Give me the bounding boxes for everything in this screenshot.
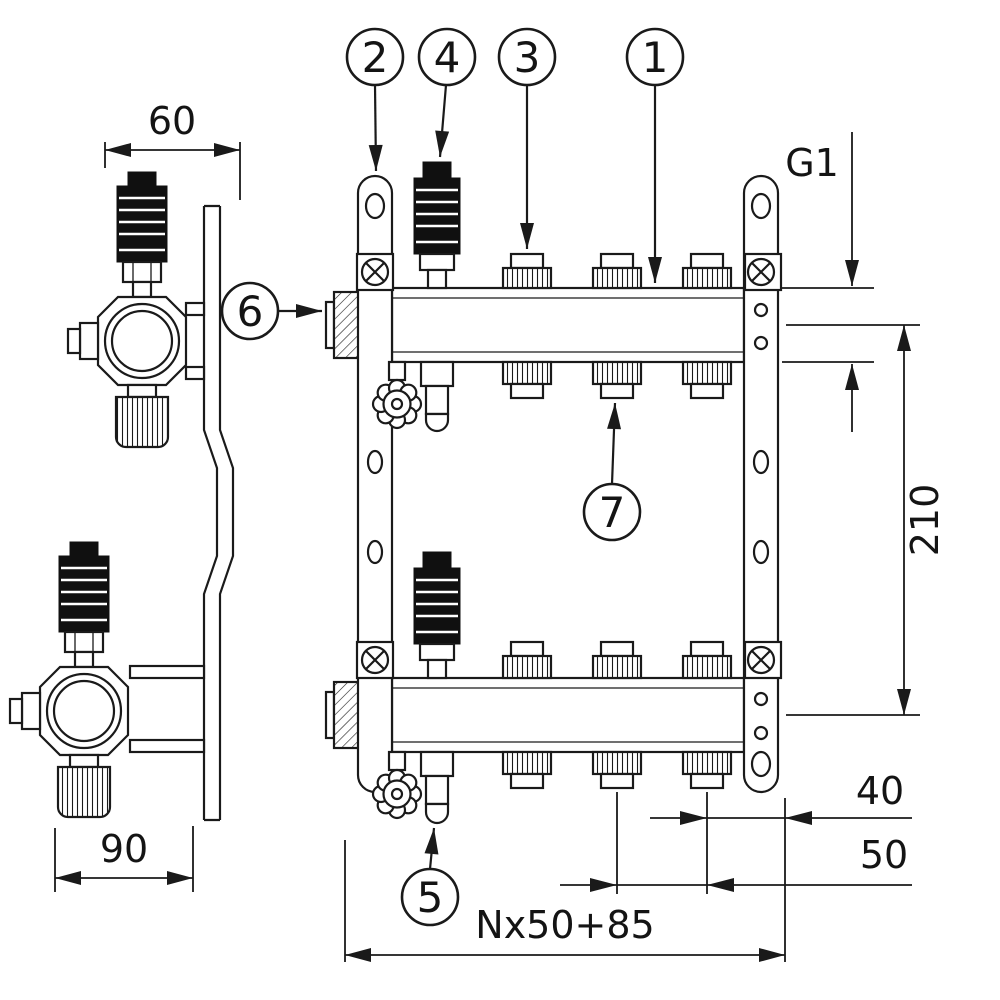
dimension-50: 50	[560, 792, 912, 894]
callout-2: 2	[345, 27, 405, 172]
side-top-union-nut	[114, 383, 170, 449]
dimension-210: 210	[786, 324, 947, 716]
top-bar-upper-outlets	[501, 252, 733, 290]
side-top-air-vent	[116, 171, 168, 299]
dimension-210-label: 210	[903, 484, 947, 557]
bottom-drain-valve	[371, 750, 455, 825]
top-drain-valve	[371, 360, 455, 433]
callout-6: 6	[220, 281, 322, 341]
callout-6-label: 6	[237, 287, 264, 336]
dimension-g1: G1	[782, 132, 874, 432]
dimension-90-label: 90	[100, 827, 148, 871]
left-mounting-rail	[355, 174, 395, 794]
side-bottom-union-nut	[56, 753, 112, 819]
callout-3-label: 3	[514, 33, 541, 82]
dimension-60-label: 60	[148, 99, 196, 143]
dimension-g1-label: G1	[785, 141, 839, 185]
callout-7-label: 7	[599, 488, 626, 537]
side-bracket	[202, 204, 235, 822]
bottom-drain-handwheel	[371, 768, 423, 820]
dimension-40-label: 40	[856, 769, 904, 813]
side-top-valve-body	[66, 295, 206, 387]
bottom-air-vent	[413, 551, 461, 680]
top-drain-handwheel	[371, 378, 423, 430]
side-bottom-valve-body	[8, 664, 206, 757]
dimensions: 60 90 G1 210 40	[54, 99, 947, 962]
manifold-front-view	[324, 161, 783, 825]
dimension-50-label: 50	[860, 833, 908, 877]
callout-1-label: 1	[642, 33, 669, 82]
top-manifold-bar	[390, 286, 746, 364]
top-air-vent	[413, 161, 461, 290]
top-bar-lower-outlets	[501, 360, 733, 400]
callouts: 2 4 3 1 6 7 5	[220, 27, 685, 927]
dimension-60: 60	[104, 99, 241, 200]
manifold-side-view	[8, 171, 235, 822]
bottom-bar-lower-outlets	[501, 750, 733, 790]
callout-2-label: 2	[362, 33, 389, 82]
callout-5-label: 5	[417, 873, 444, 922]
side-bottom-air-vent	[58, 541, 110, 669]
dimension-total-length-label: Nx50+85	[475, 903, 654, 947]
callout-3: 3	[497, 27, 557, 249]
dimension-40: 40	[650, 769, 912, 962]
dimension-total-length: Nx50+85	[344, 840, 785, 962]
bottom-bar-upper-outlets	[501, 640, 733, 680]
callout-4-label: 4	[434, 33, 461, 82]
dimension-90: 90	[54, 826, 194, 892]
bottom-manifold-bar	[390, 676, 746, 754]
callout-4: 4	[417, 27, 477, 158]
callout-5: 5	[400, 827, 460, 927]
callout-7: 7	[582, 402, 642, 542]
right-mounting-rail	[742, 174, 783, 794]
callout-1: 1	[625, 27, 685, 283]
